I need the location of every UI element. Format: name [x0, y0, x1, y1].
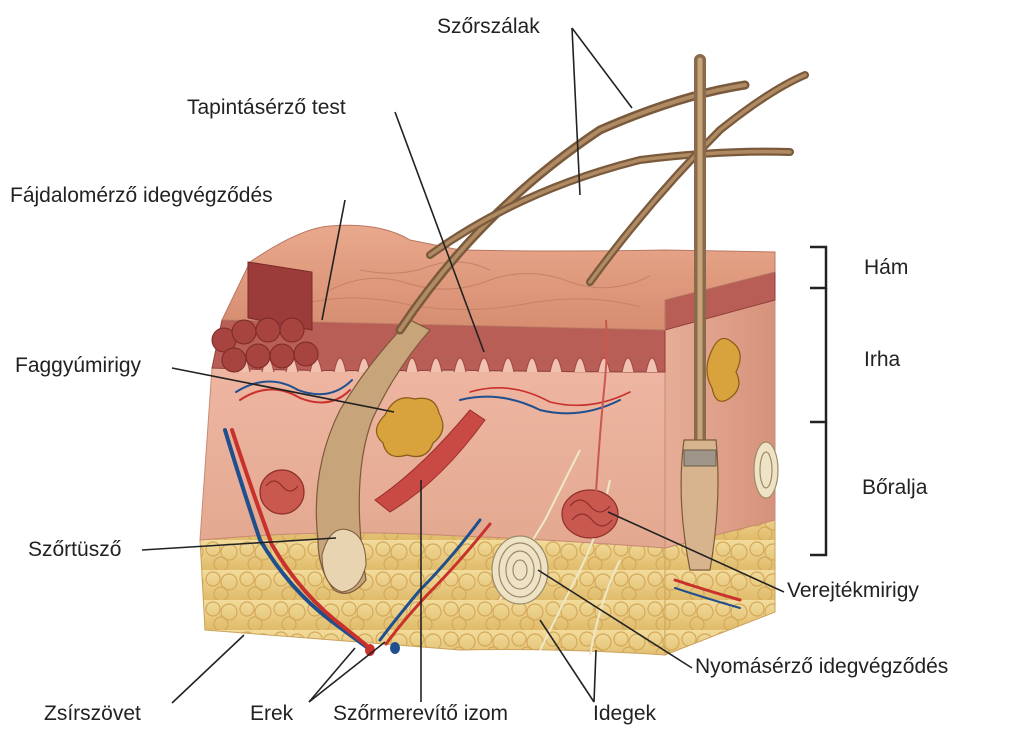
label-nerves: Idegek	[593, 703, 656, 724]
vein-cut-end	[390, 642, 400, 654]
label-pain-nerve-ending: Fájdalomérző idegvégződés	[10, 185, 273, 206]
sweat-gland-left	[260, 470, 304, 514]
follicle-band	[684, 450, 716, 466]
pressure-corpuscle-right	[754, 442, 778, 498]
layer-brackets	[810, 247, 826, 555]
label-hair: Szőrszálak	[437, 16, 540, 37]
pressure-corpuscle	[492, 536, 548, 604]
fat-tissue-front	[200, 533, 665, 655]
label-layer-dermis: Irha	[864, 349, 900, 370]
label-layer-epidermis: Hám	[864, 257, 908, 278]
label-arrector-muscle: Szőrmerevítő izom	[333, 703, 508, 724]
label-fat-tissue: Zsírszövet	[44, 703, 141, 724]
label-vessels: Erek	[250, 703, 293, 724]
label-sweat-gland: Verejtékmirigy	[787, 580, 919, 601]
label-hair-follicle: Szőrtüsző	[28, 539, 121, 560]
label-layer-hypodermis: Bőralja	[862, 477, 927, 498]
label-touch-receptor: Tapintásérző test	[187, 97, 346, 118]
label-pressure-receptor: Nyomásérző idegvégződés	[695, 656, 948, 677]
sweat-gland-coil	[562, 490, 618, 538]
epidermis-flap	[248, 262, 312, 330]
label-sebaceous-gland: Faggyúmirigy	[15, 355, 141, 376]
